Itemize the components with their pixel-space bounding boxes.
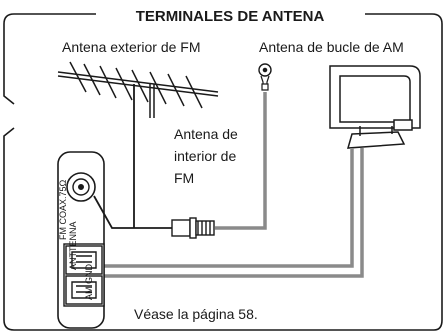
terminal-header-label: ANTTENNA <box>68 221 78 270</box>
am-gnd-label: AM GND <box>84 263 94 300</box>
fm-outdoor-antenna-label: Antena exterior de FM <box>62 39 201 55</box>
fm-outdoor-antenna-icon <box>57 61 219 228</box>
page-reference-note: Véase la página 58. <box>134 306 258 322</box>
fm-coax-label: FM COAX.75Ω <box>58 179 68 240</box>
fm-coax-jack <box>66 172 96 202</box>
am-loop-antenna-label: Antena de bucle de AM <box>259 39 404 55</box>
am-loop-antenna-icon <box>329 65 421 149</box>
fm-indoor-antenna-icon <box>215 63 272 230</box>
fm-indoor-antenna-label-line3: FM <box>174 170 194 186</box>
receiver-terminal-panel: ANTTENNA FM COAX.75Ω AM GND <box>57 151 134 329</box>
fm-connector-plug-icon <box>134 217 215 239</box>
diagram-title: TERMINALES DE ANTENA <box>136 8 325 25</box>
am-antenna-cables <box>104 148 364 278</box>
fm-indoor-antenna-label-line1: Antena de <box>174 126 238 142</box>
am-gnd-terminals <box>63 243 105 307</box>
fm-indoor-antenna-label-line2: interior de <box>174 148 236 164</box>
diagram-frame <box>3 13 443 331</box>
